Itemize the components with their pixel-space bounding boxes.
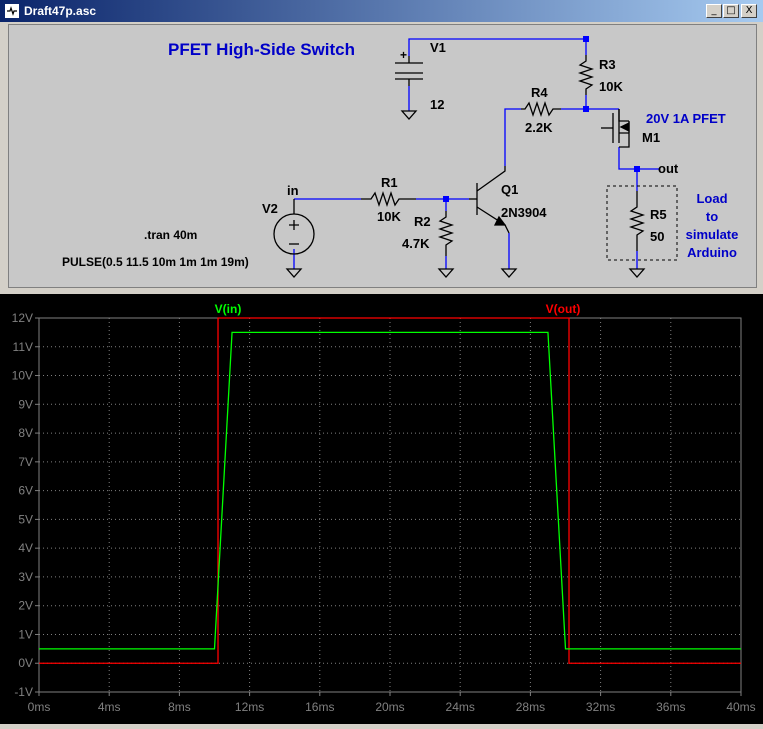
maximize-button[interactable]: □: [723, 4, 739, 18]
r1-name: R1: [381, 175, 398, 190]
m1-comment: 20V 1A PFET: [646, 111, 726, 126]
waveform-viewer[interactable]: -1V 0V 1V 2V 3V 4V 5V 6V 7V 8V 9V 10V 11V 12V 0ms 4ms 8…: [0, 294, 763, 724]
voltage-source-v1[interactable]: [395, 56, 423, 120]
y-tick-label: 8V: [18, 426, 33, 440]
v2-name: V2: [262, 201, 278, 216]
y-tick-label: 3V: [18, 570, 33, 584]
resistor-r3[interactable]: [577, 55, 595, 95]
load-note-line-1: Load: [696, 191, 727, 206]
waveform-chart[interactable]: -1V 0V 1V 2V 3V 4V 5V 6V 7V 8V 9V 10V 11V 12V 0ms 4ms 8…: [0, 294, 763, 724]
traces: [39, 317, 741, 664]
legend-v-out: V(out): [546, 302, 581, 316]
y-tick-label: 2V: [18, 599, 33, 613]
y-tick-label: 0V: [18, 656, 33, 670]
r5-value: 50: [650, 229, 664, 244]
junctions: [443, 36, 640, 202]
voltage-source-v2[interactable]: [273, 199, 315, 255]
ground-symbols: [285, 268, 646, 278]
schematic-heading: PFET High-Side Switch: [168, 40, 355, 59]
r5-name: R5: [650, 207, 667, 222]
wires: [293, 38, 659, 269]
tran-directive[interactable]: .tran 40m: [144, 228, 197, 242]
y-tick-label: 4V: [18, 541, 33, 555]
pane-splitter[interactable]: [0, 290, 763, 294]
r4-name: R4: [531, 85, 548, 100]
resistor-r1[interactable]: [361, 190, 416, 208]
load-note-line-4: Arduino: [687, 245, 737, 260]
npn-transistor-q1[interactable]: [469, 166, 510, 234]
x-tick-label: 4ms: [98, 700, 121, 714]
x-tick-label: 40ms: [726, 700, 755, 714]
x-axis-ticks: 0ms 4ms 8ms 12ms 16ms 20ms 24ms 28ms 32ms 36ms 40m…: [28, 692, 756, 714]
pulse-directive[interactable]: PULSE(0.5 11.5 10m 1m 1m 19m): [62, 255, 249, 269]
resistor-r4[interactable]: [521, 100, 561, 118]
x-tick-label: 36ms: [656, 700, 685, 714]
y-tick-label: 6V: [18, 484, 33, 498]
x-tick-label: 8ms: [168, 700, 191, 714]
r2-value: 4.7K: [402, 236, 430, 251]
r4-value: 2.2K: [525, 120, 553, 135]
load-note: Load to simulate Arduino: [686, 191, 739, 260]
x-tick-label: 12ms: [235, 700, 264, 714]
m1-name: M1: [642, 130, 660, 145]
x-tick-label: 0ms: [28, 700, 51, 714]
r3-value: 10K: [599, 79, 623, 94]
y-tick-label: 5V: [18, 512, 33, 526]
load-note-line-3: simulate: [686, 227, 739, 242]
q1-name: Q1: [501, 182, 518, 197]
resistor-r2[interactable]: [437, 211, 455, 256]
r2-name: R2: [414, 214, 431, 229]
trace-v-in: [39, 331, 741, 650]
y-tick-label: 10V: [12, 369, 33, 383]
title-bar: Draft47p.asc _ □ X: [0, 0, 763, 22]
load-note-line-2: to: [706, 209, 718, 224]
y-tick-label: 9V: [18, 397, 33, 411]
v1-value: 12: [430, 97, 444, 112]
schematic-editor[interactable]: PFET High-Side Switch: [8, 24, 757, 288]
pfet-m1[interactable]: [601, 109, 630, 148]
q1-model: 2N3904: [501, 205, 547, 220]
x-tick-label: 28ms: [516, 700, 545, 714]
schematic-canvas[interactable]: PFET High-Side Switch: [9, 25, 756, 287]
x-tick-label: 24ms: [446, 700, 475, 714]
plot-grid: [39, 318, 741, 692]
y-tick-label: 7V: [18, 455, 33, 469]
y-axis-ticks: -1V 0V 1V 2V 3V 4V 5V 6V 7V 8V 9V 10V 11V 12V: [12, 311, 39, 699]
y-tick-label: 1V: [18, 627, 33, 641]
net-label-out: out: [658, 161, 679, 176]
v1-polarity: +: [400, 48, 407, 62]
x-tick-label: 32ms: [586, 700, 615, 714]
y-tick-label: 11V: [13, 340, 33, 354]
x-tick-label: 20ms: [375, 700, 404, 714]
trace-legend[interactable]: V(in) V(out): [215, 302, 581, 316]
y-tick-label: -1V: [14, 685, 33, 699]
schematic-icon: [5, 4, 19, 18]
window-title: Draft47p.asc: [24, 4, 97, 18]
y-tick-label: 12V: [12, 311, 33, 325]
close-button[interactable]: X: [741, 4, 757, 18]
resistor-r5[interactable]: [628, 191, 646, 251]
r1-value: 10K: [377, 209, 401, 224]
legend-v-in: V(in): [215, 302, 242, 316]
x-tick-label: 16ms: [305, 700, 334, 714]
v1-name: V1: [430, 40, 446, 55]
trace-v-out: [39, 317, 741, 664]
net-label-in: in: [287, 183, 299, 198]
r3-name: R3: [599, 57, 616, 72]
minimize-button[interactable]: _: [706, 4, 722, 18]
